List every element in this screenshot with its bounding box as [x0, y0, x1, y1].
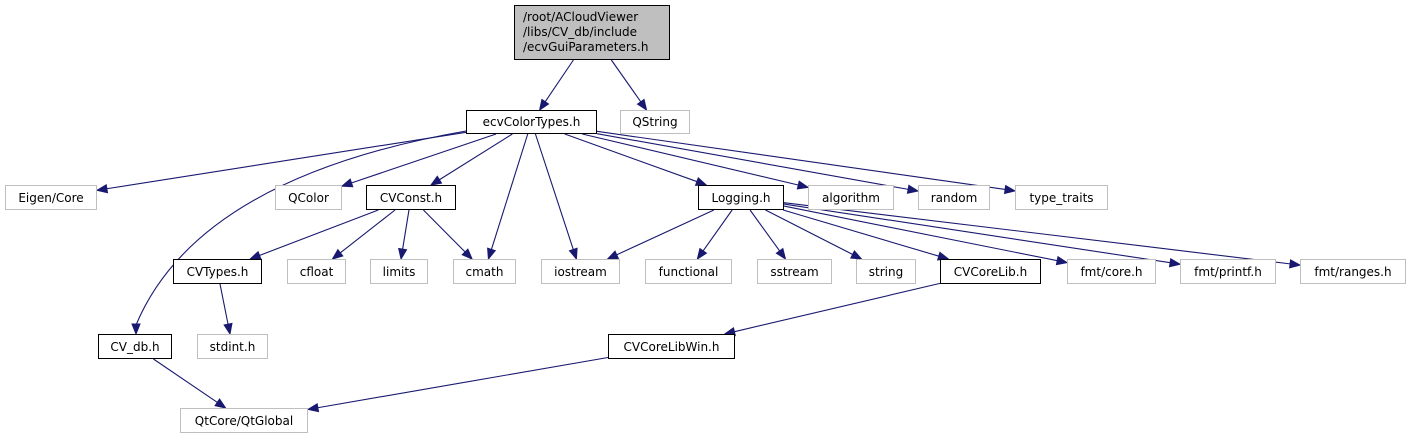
arrowhead-cmath	[461, 248, 474, 260]
edge-root-to-QString	[610, 59, 642, 103]
root-label-line: /root/ACloudViewer	[523, 10, 639, 24]
edge-CV_db-to-QtGlobal	[153, 358, 219, 404]
edge-root-to-ecvColorTypes	[544, 59, 574, 103]
arrowhead-type_traits	[1003, 184, 1017, 195]
node-iostream: iostream	[541, 259, 620, 284]
edge-Logging-to-CVCoreLib	[782, 209, 940, 257]
edge-CVConst-to-limits	[401, 209, 410, 251]
node-fmtranges: fmt/ranges.h	[1300, 259, 1406, 284]
node-root-ecvGuiParameters[interactable]: /root/ACloudViewer/libs/CV_db/include/ec…	[514, 5, 670, 60]
arrowhead-limits	[398, 247, 408, 261]
arrowhead-iostream	[568, 247, 578, 261]
edge-CVCoreLib-to-CVCoreLibWin	[733, 282, 941, 333]
arrowhead-cfloat	[331, 248, 344, 260]
node-qcolor: QColor	[275, 185, 342, 210]
root-label-line: /ecvGuiParameters.h	[523, 40, 649, 54]
edge-ecvColorTypes-to-Logging	[564, 133, 699, 183]
node-cv_db[interactable]: CV_db.h	[98, 334, 172, 359]
edge-ecvColorTypes-to-iostream	[534, 133, 575, 251]
root-label-line: /libs/CV_db/include	[523, 25, 637, 39]
node-cvcorelibwin[interactable]: CVCoreLibWin.h	[608, 334, 735, 359]
edge-ecvColorTypes-to-random	[596, 133, 910, 191]
node-logging[interactable]: Logging.h	[698, 185, 784, 210]
arrowhead-fmtprintf	[1168, 257, 1182, 268]
node-cvconst[interactable]: CVConst.h	[366, 185, 456, 210]
arrowhead-EigenCore	[95, 183, 109, 194]
edge-CVConst-to-CVTypes	[258, 209, 379, 257]
edge-Logging-to-fmtprintf	[783, 203, 1172, 264]
node-type_traits: type_traits	[1015, 185, 1108, 210]
node-cvtypes[interactable]: CVTypes.h	[173, 259, 262, 284]
node-qtglobal: QtCore/QtGlobal	[180, 408, 308, 433]
edge-ecvColorTypes-to-CV_db	[135, 130, 467, 326]
node-cfloat: cfloat	[287, 259, 346, 284]
arrowhead-random	[906, 184, 920, 194]
node-eigencore: Eigen/Core	[5, 185, 97, 210]
edge-Logging-to-sstream	[749, 209, 781, 253]
edge-CVCoreLibWin-to-QtGlobal	[316, 356, 609, 409]
arrowhead-string	[850, 250, 863, 260]
arrowhead-QtGlobal	[306, 402, 320, 413]
arrowhead-iostream	[606, 250, 620, 260]
edge-Logging-to-functional	[702, 209, 733, 252]
arrowhead-CV_db	[131, 323, 141, 336]
arrowhead-fmtcore	[1055, 255, 1069, 266]
arrowhead-CVConst	[429, 175, 443, 186]
arrowhead-QColor	[340, 178, 354, 188]
arrowhead-functional	[696, 247, 708, 261]
node-ecvcolortypes[interactable]: ecvColorTypes.h	[466, 110, 597, 134]
edge-CVConst-to-cmath	[423, 209, 467, 254]
arrowhead-fmtranges	[1289, 259, 1302, 269]
edge-Logging-to-fmtranges	[783, 202, 1292, 265]
edge-ecvColorTypes-to-EigenCore	[105, 131, 467, 190]
node-qstring: QString	[620, 110, 690, 134]
arrowhead-QString	[636, 98, 648, 112]
node-cmath: cmath	[453, 259, 516, 284]
arrowhead-QtGlobal	[214, 398, 227, 409]
arrowhead-algorithm	[796, 180, 810, 190]
node-functional: functional	[645, 259, 732, 284]
arrowhead-sstream	[775, 247, 787, 261]
arrowhead-ecvColorTypes	[538, 98, 550, 112]
arrowhead-stdint	[223, 322, 233, 336]
edge-CVTypes-to-stdint	[219, 283, 229, 326]
edge-ecvColorTypes-to-algorithm	[582, 133, 800, 186]
edge-Logging-to-iostream	[615, 209, 715, 256]
node-sstream: sstream	[757, 259, 832, 284]
node-random: random	[918, 185, 990, 210]
node-algorithm: algorithm	[808, 185, 894, 210]
node-string: string	[856, 259, 916, 284]
edge-ecvColorTypes-to-QColor	[350, 133, 497, 184]
edge-ecvColorTypes-to-type_traits	[596, 130, 1007, 191]
node-fmtcore: fmt/core.h	[1067, 259, 1156, 284]
edge-ecvColorTypes-to-cmath	[490, 133, 529, 251]
node-fmtprintf: fmt/printf.h	[1180, 259, 1276, 284]
node-cvcorelib[interactable]: CVCoreLib.h	[940, 259, 1041, 284]
node-stdint: stdint.h	[197, 334, 268, 359]
arrowhead-cmath	[487, 247, 497, 261]
edge-Logging-to-string	[765, 209, 854, 256]
node-limits: limits	[370, 259, 428, 284]
edge-ecvColorTypes-to-CVConst	[438, 133, 513, 181]
edge-Logging-to-fmtcore	[783, 205, 1059, 262]
edge-CVConst-to-cfloat	[339, 209, 396, 254]
